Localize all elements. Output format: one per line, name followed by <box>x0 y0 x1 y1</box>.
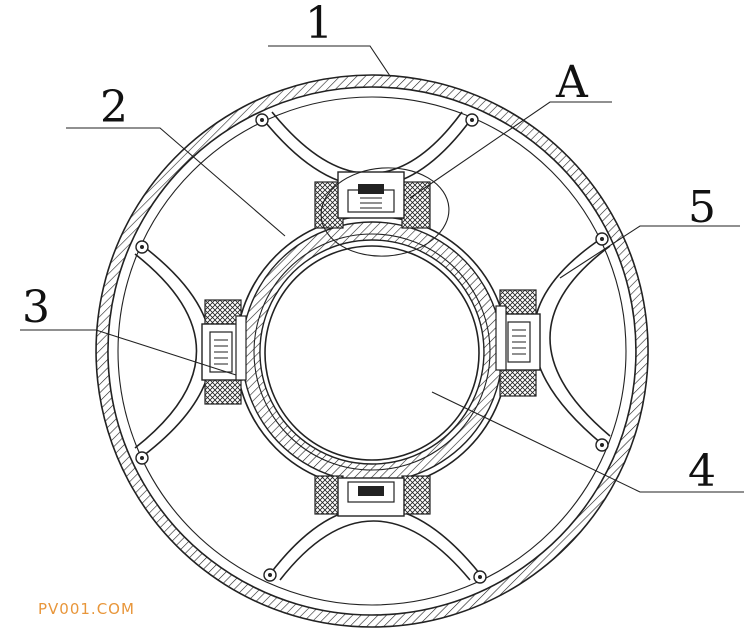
damper-bottom <box>337 477 405 517</box>
callout-1: 1 <box>305 0 333 49</box>
outer-ring <box>95 74 649 628</box>
damper-top <box>337 171 405 219</box>
callout-a: A <box>555 57 589 108</box>
watermark: PV001.COM <box>38 600 135 618</box>
callout-5: 5 <box>688 182 716 233</box>
detail-circle-a <box>320 167 450 257</box>
callout-2: 2 <box>100 82 128 133</box>
inner-ring <box>117 96 627 606</box>
arc-supports <box>134 111 611 581</box>
damper-right <box>495 305 541 371</box>
hub-hatched-ring <box>241 221 503 483</box>
callout-3: 3 <box>22 282 50 333</box>
inner-bore <box>264 245 480 461</box>
leader-lines <box>20 45 744 493</box>
callout-4: 4 <box>688 446 716 497</box>
damper-left <box>201 315 247 381</box>
